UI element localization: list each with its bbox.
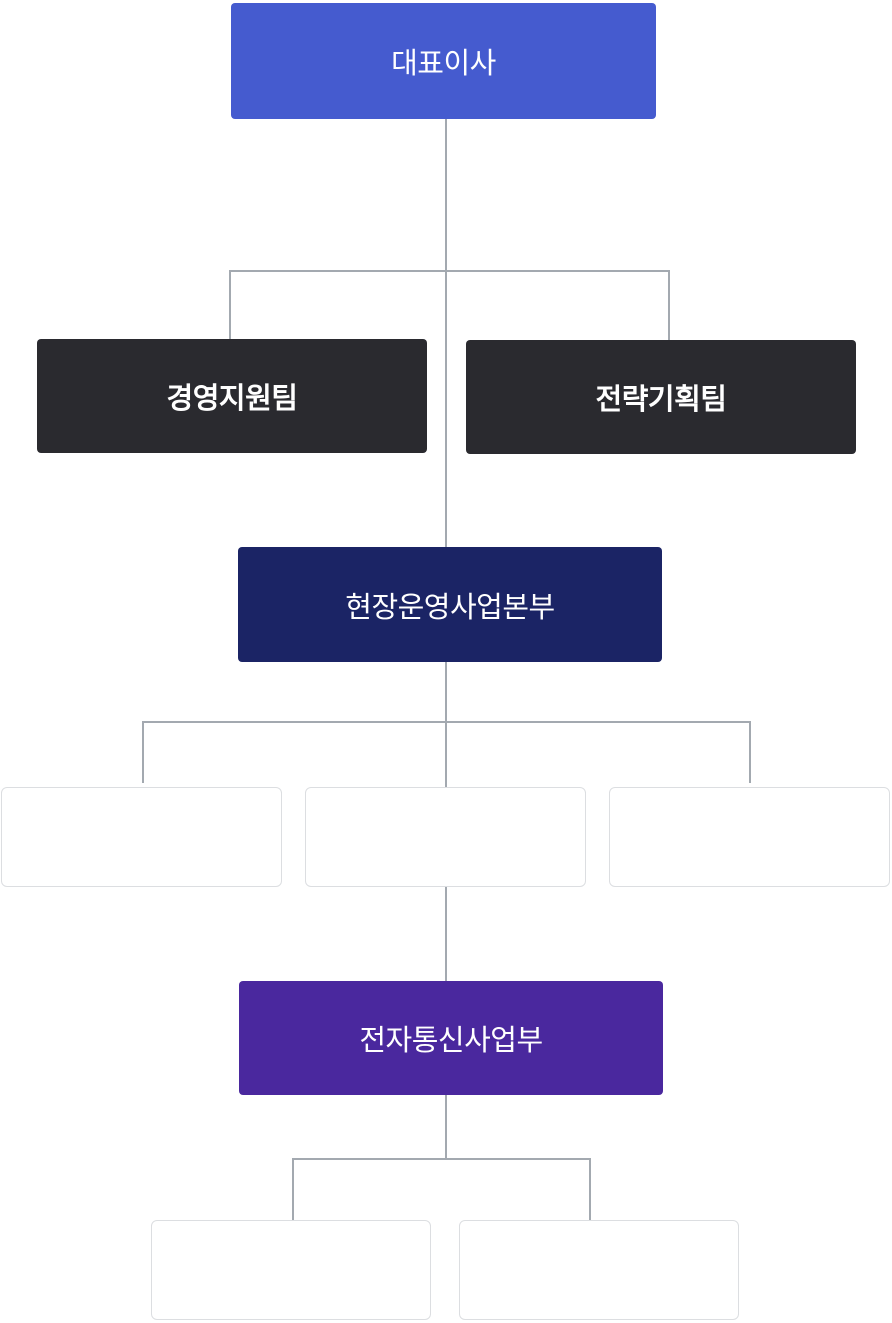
connector-line — [749, 721, 751, 783]
node-management-support-team: 경영지원팀 — [37, 339, 427, 453]
connector-line — [445, 119, 447, 547]
connector-line — [229, 270, 670, 272]
connector-line — [292, 1158, 591, 1160]
connector-line — [142, 721, 144, 783]
empty-sub-node — [151, 1220, 431, 1320]
connector-line — [229, 270, 231, 339]
empty-sub-node — [609, 787, 890, 887]
node-ceo: 대표이사 — [231, 3, 656, 119]
node-field-operations-division: 현장운영사업본부 — [238, 547, 662, 662]
empty-sub-node — [1, 787, 282, 887]
node-telecom-division: 전자통신사업부 — [239, 981, 663, 1095]
connector-line — [445, 1095, 447, 1159]
connector-line — [445, 662, 447, 787]
empty-sub-node — [459, 1220, 739, 1320]
empty-sub-node — [305, 787, 586, 887]
connector-line — [445, 887, 447, 981]
connector-line — [142, 721, 751, 723]
connector-line — [589, 1158, 591, 1220]
connector-line — [292, 1158, 294, 1220]
connector-line — [668, 270, 670, 340]
node-strategy-planning-team: 전략기획팀 — [466, 340, 856, 454]
